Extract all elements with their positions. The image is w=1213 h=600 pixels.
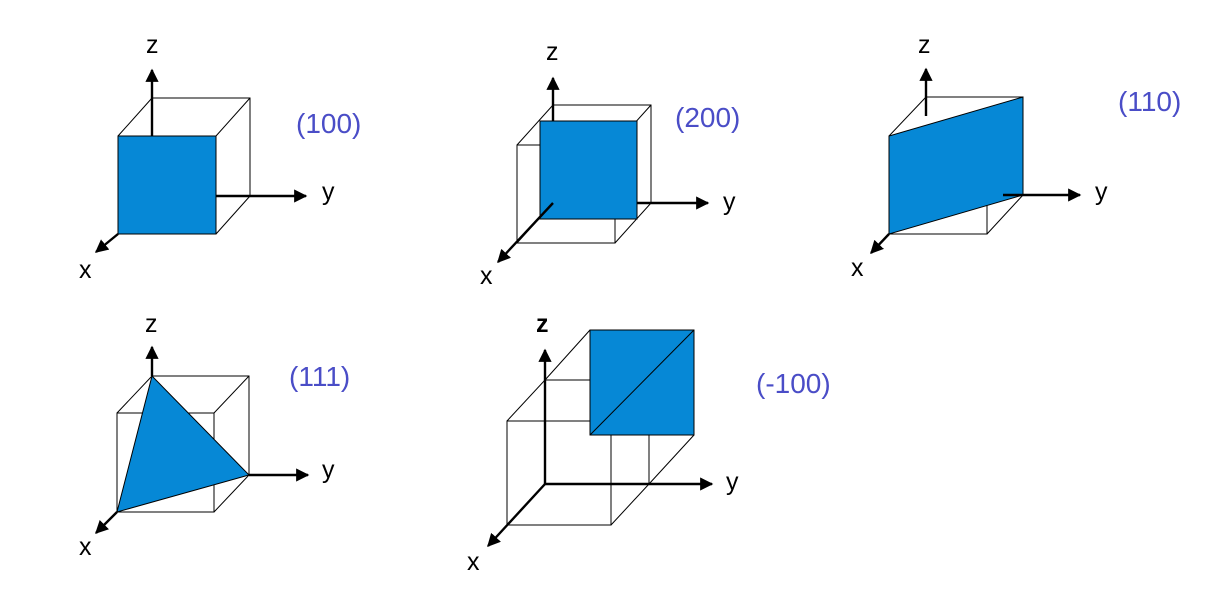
x-axis (94, 233, 119, 253)
miller-index-label: (100) (296, 108, 361, 139)
x-axis-label: x (480, 262, 493, 290)
x-axis (487, 483, 546, 547)
x-axis-label: x (851, 254, 864, 282)
z-axis-label: z (146, 31, 159, 59)
y-axis-label: y (726, 468, 739, 496)
miller-index-label: (110) (1118, 86, 1181, 117)
x-axis (870, 233, 890, 254)
plane-outline (116, 375, 250, 513)
panel-100: z y x (100) (79, 31, 361, 284)
y-axis-label: y (322, 456, 335, 484)
plane-outline (539, 120, 638, 220)
plane-outline (589, 329, 695, 436)
axes (95, 345, 310, 534)
plane-face (118, 136, 216, 234)
panel-111: z y x (111) (79, 310, 350, 561)
x-axis (497, 202, 554, 263)
front-face-outline (117, 135, 217, 235)
panel-110: z y x (110) (851, 31, 1181, 282)
plane-face (889, 97, 1023, 234)
plane-face (540, 121, 637, 219)
x-axis-label: x (467, 548, 480, 576)
panel-minus-100: z y x (-100) (467, 310, 831, 576)
miller-index-label: (200) (675, 102, 740, 133)
axes (870, 67, 1082, 254)
y-axis-label: y (1095, 178, 1108, 206)
x-axis-label: x (79, 533, 92, 561)
axes (487, 348, 714, 547)
z-axis-label: z (536, 310, 549, 338)
y-axis-label: y (723, 188, 736, 216)
y-axis-label: y (322, 178, 335, 206)
x-axis (95, 511, 118, 534)
axes (497, 76, 710, 263)
panel-200: z y x (200) (480, 38, 740, 290)
miller-index-label: (-100) (756, 368, 831, 399)
miller-index-label: (111) (289, 361, 350, 392)
x-axis-label: x (79, 256, 92, 284)
z-axis-label: z (546, 38, 559, 66)
plane-diagonal-edge (589, 329, 695, 436)
axes (94, 68, 308, 253)
z-axis-label: z (145, 310, 158, 338)
z-axis-label: z (918, 31, 931, 59)
plane-face (117, 376, 249, 512)
